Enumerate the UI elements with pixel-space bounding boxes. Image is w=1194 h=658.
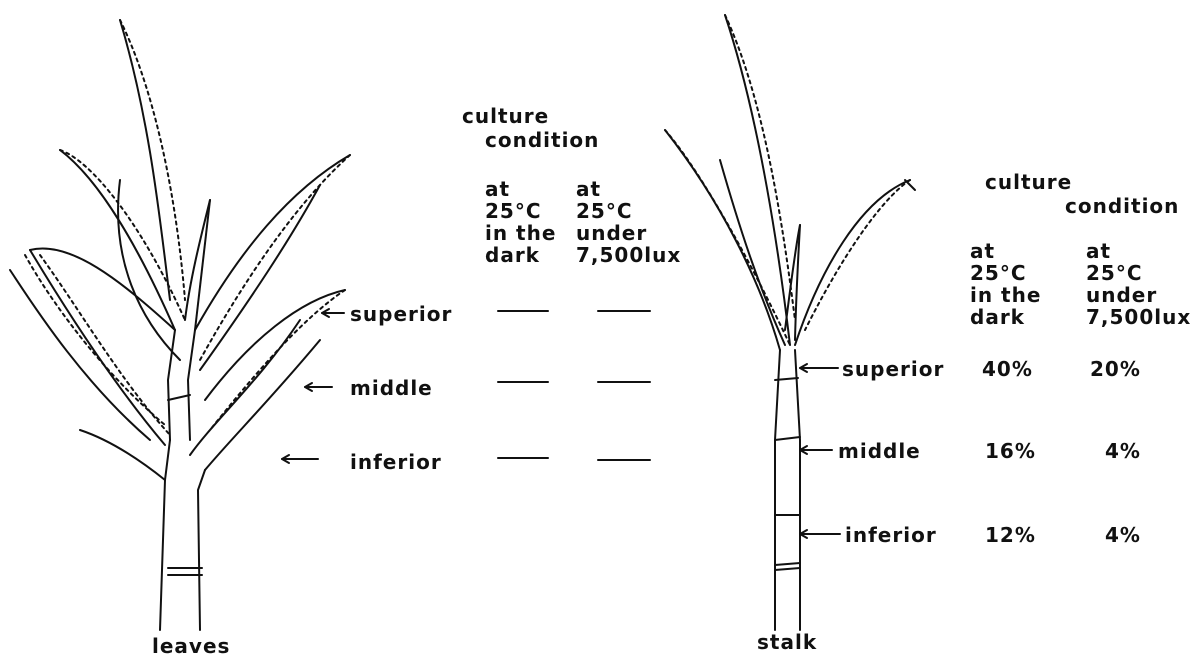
leaves-culture-label: culture [462,104,549,128]
col-line: 7,500lux [1086,306,1191,328]
col-line: at [576,178,681,200]
leaves-row-middle: middle [350,376,433,400]
leaves-col-light: at 25°C under 7,500lux [576,178,681,266]
leaves-plant-drawing [10,20,350,630]
col-line: under [1086,284,1191,306]
col-line: 25°C [485,200,556,222]
stalk-arrows [800,364,840,538]
leaves-caption: leaves [152,634,230,658]
stalk-row-inferior: inferior [845,523,937,547]
leaves-row-inferior: inferior [350,450,442,474]
stalk-culture-label: culture [985,170,1072,194]
stalk-row-middle: middle [838,439,921,463]
col-line: 7,500lux [576,244,681,266]
leaves-value-dashes [498,311,650,460]
col-line: in the [970,284,1041,306]
stalk-superior-light-value: 20% [1090,357,1141,381]
stalk-superior-dark-value: 40% [982,357,1033,381]
col-line: at [1086,240,1191,262]
stalk-col-light: at 25°C under 7,500lux [1086,240,1191,328]
col-line: under [576,222,681,244]
leaves-col-dark: at 25°C in the dark [485,178,556,266]
stalk-inferior-dark-value: 12% [985,523,1036,547]
stalk-col-dark: at 25°C in the dark [970,240,1041,328]
col-line: in the [485,222,556,244]
stalk-row-superior: superior [842,357,944,381]
leaves-row-superior: superior [350,302,452,326]
stalk-middle-light-value: 4% [1105,439,1141,463]
leaves-condition-label: condition [485,128,599,152]
stalk-condition-label: condition [1065,194,1179,218]
col-line: dark [485,244,556,266]
col-line: 25°C [1086,262,1191,284]
stalk-inferior-light-value: 4% [1105,523,1141,547]
col-line: at [485,178,556,200]
col-line: 25°C [970,262,1041,284]
col-line: at [970,240,1041,262]
stalk-caption: stalk [757,630,817,654]
col-line: 25°C [576,200,681,222]
col-line: dark [970,306,1041,328]
stalk-middle-dark-value: 16% [985,439,1036,463]
